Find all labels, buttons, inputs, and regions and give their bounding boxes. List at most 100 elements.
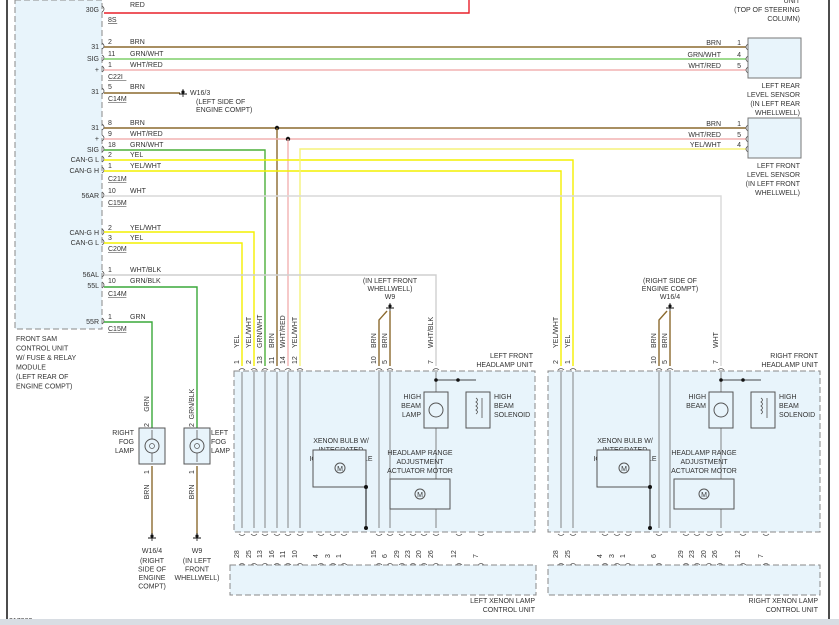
headlamp-wire-color-label: WHT/RED — [280, 315, 287, 348]
fog-wire-bottom-label: BRN — [144, 485, 151, 500]
wire-grn-to-right-fog — [104, 321, 153, 436]
sensor-wire-color-label: WHT/RED — [688, 63, 721, 70]
headlamp-pin-number: 2 — [246, 360, 253, 364]
motor-icon — [618, 462, 630, 474]
xenon-cu-pin-number: 16 — [269, 550, 276, 558]
high-beam-lamp-label: BEAM — [686, 403, 706, 410]
fog-ground-location: (IN LEFT — [183, 558, 212, 565]
sensor-pin-number: 1 — [737, 121, 741, 128]
connector-cup-icon — [624, 533, 632, 536]
sam-pin-connector-icon — [101, 317, 105, 325]
lrls-label-line: LEVEL SENSOR — [747, 92, 800, 99]
sam-pin-name: CAN-G L — [71, 157, 100, 164]
connector-cup-icon — [682, 533, 690, 536]
wire-yel-to-headlamp-1 — [104, 242, 243, 366]
right-xenon-cu-label: RIGHT XENON LAMP — [749, 598, 819, 605]
high-beam-solenoid-label: BEAM — [779, 403, 799, 410]
sam-pin-name: 30G — [86, 7, 99, 14]
connector-cup-icon — [601, 533, 609, 536]
headlamp-pin-number: 5 — [382, 360, 389, 364]
sam-label-line: CONTROL UNIT — [16, 346, 69, 353]
ground-dot — [150, 534, 154, 538]
xenon-cu-pin-number: 11 — [280, 551, 287, 558]
high-beam-solenoid-label: HIGH — [779, 394, 797, 401]
sam-pin-number: 1 — [108, 163, 112, 170]
wire-yelwht-lfls — [299, 148, 746, 366]
xenon-cu-pin-number: 23 — [405, 550, 412, 558]
connector-cup-icon — [420, 533, 428, 536]
connector-arrow-icon — [375, 368, 383, 371]
sam-pin-number: 18 — [108, 142, 116, 149]
sam-wire-color-label: GRN/WHT — [130, 51, 164, 58]
sam-connector-id: 8S — [108, 17, 117, 24]
sam-pin-connector-icon — [101, 65, 105, 73]
right-xenon-lamp-control-unit[interactable] — [547, 564, 821, 596]
sam-pin-name: SIG — [87, 147, 99, 154]
sensor-pin-connector-icon — [745, 145, 749, 153]
headlamp-range-motor-label: ACTUATOR MOTOR — [671, 468, 737, 475]
sam-pin-connector-icon — [101, 270, 105, 278]
high-beam-lamp-label: HIGH — [404, 394, 422, 401]
sam-pin-name: + — [95, 67, 99, 74]
sensor-pin-number: 4 — [737, 142, 741, 149]
headlamp-wire-color-label: YEL/WHT — [553, 316, 560, 348]
sam-connector-id: C22I — [108, 74, 123, 81]
motor-icon — [698, 488, 710, 500]
sensor-pin-connector-icon — [745, 124, 749, 132]
headlamp-ground-wire — [658, 310, 668, 366]
sam-connector-id: C14M — [108, 96, 127, 103]
ground-icon — [386, 303, 394, 311]
headlamp-pin-number: 10 — [651, 356, 658, 364]
headlamp-unit-label: LEFT FRONT — [490, 353, 534, 360]
connector-cup-icon — [739, 533, 747, 536]
connector-cup-icon — [375, 533, 383, 536]
sensor-wire-color-label: GRN/WHT — [688, 52, 722, 59]
fog-ground-location: SIDE OF — [138, 567, 166, 574]
splice-dot — [719, 378, 723, 382]
fog-ground-location: COMPT) — [138, 584, 166, 591]
connector-arrow-icon — [386, 368, 394, 371]
sensor-pin-connector-icon — [745, 55, 749, 63]
fog-wire-top-label: GRN — [144, 396, 151, 412]
sam-pin-connector-icon — [101, 281, 105, 289]
ground-w16-3-location: (LEFT SIDE OF — [196, 99, 245, 106]
left-xenon-lamp-control-unit[interactable] — [229, 564, 537, 596]
sam-pin-number: 1 — [108, 267, 112, 274]
sam-pin-number: 10 — [108, 278, 116, 285]
xenon-cu-pin-number: 7 — [473, 554, 480, 558]
sensor-wire-color-label: BRN — [706, 121, 721, 128]
sam-wire-color-label: WHT/BLK — [130, 267, 161, 274]
connector-cup-icon — [569, 533, 577, 536]
xenon-cu-pin-number: 3 — [325, 554, 332, 558]
headlamp-wire-color-label: WHT/BLK — [428, 317, 435, 348]
xenon-cu-pin-number: 4 — [313, 554, 320, 558]
connector-cup-icon — [250, 533, 258, 536]
sam-pin-name: 31 — [91, 89, 99, 96]
splice-dot — [648, 485, 652, 489]
sam-wire-color-label: YEL/WHT — [130, 225, 162, 232]
motor-glyph: M — [337, 466, 343, 473]
headlamp-wire-color-label: BRN — [269, 333, 276, 348]
connector-arrow-icon — [666, 368, 674, 371]
headlamp-unit-label: HEADLAMP UNIT — [761, 362, 818, 369]
headlamp-ground-location: ENGINE COMPT) — [642, 286, 698, 293]
sam-pin-connector-icon — [101, 166, 105, 174]
connector-cup-icon — [261, 533, 269, 536]
headlamp-pin-number: 7 — [713, 360, 720, 364]
xenon-module-box — [596, 449, 651, 488]
sam-pin-number: 1 — [108, 314, 112, 321]
connector-arrow-icon — [238, 368, 246, 371]
fog-pin-bottom: 1 — [189, 470, 196, 474]
sam-pin-name: CAN-G H — [69, 230, 99, 237]
xenon-cu-pin-number: 3 — [609, 554, 616, 558]
actuator-motor-box — [673, 478, 735, 510]
fog-pin-bottom: 1 — [144, 470, 151, 474]
actuator-motor-box — [389, 478, 451, 510]
sam-pin-connector-icon — [101, 54, 105, 62]
motor-icon — [334, 462, 346, 474]
